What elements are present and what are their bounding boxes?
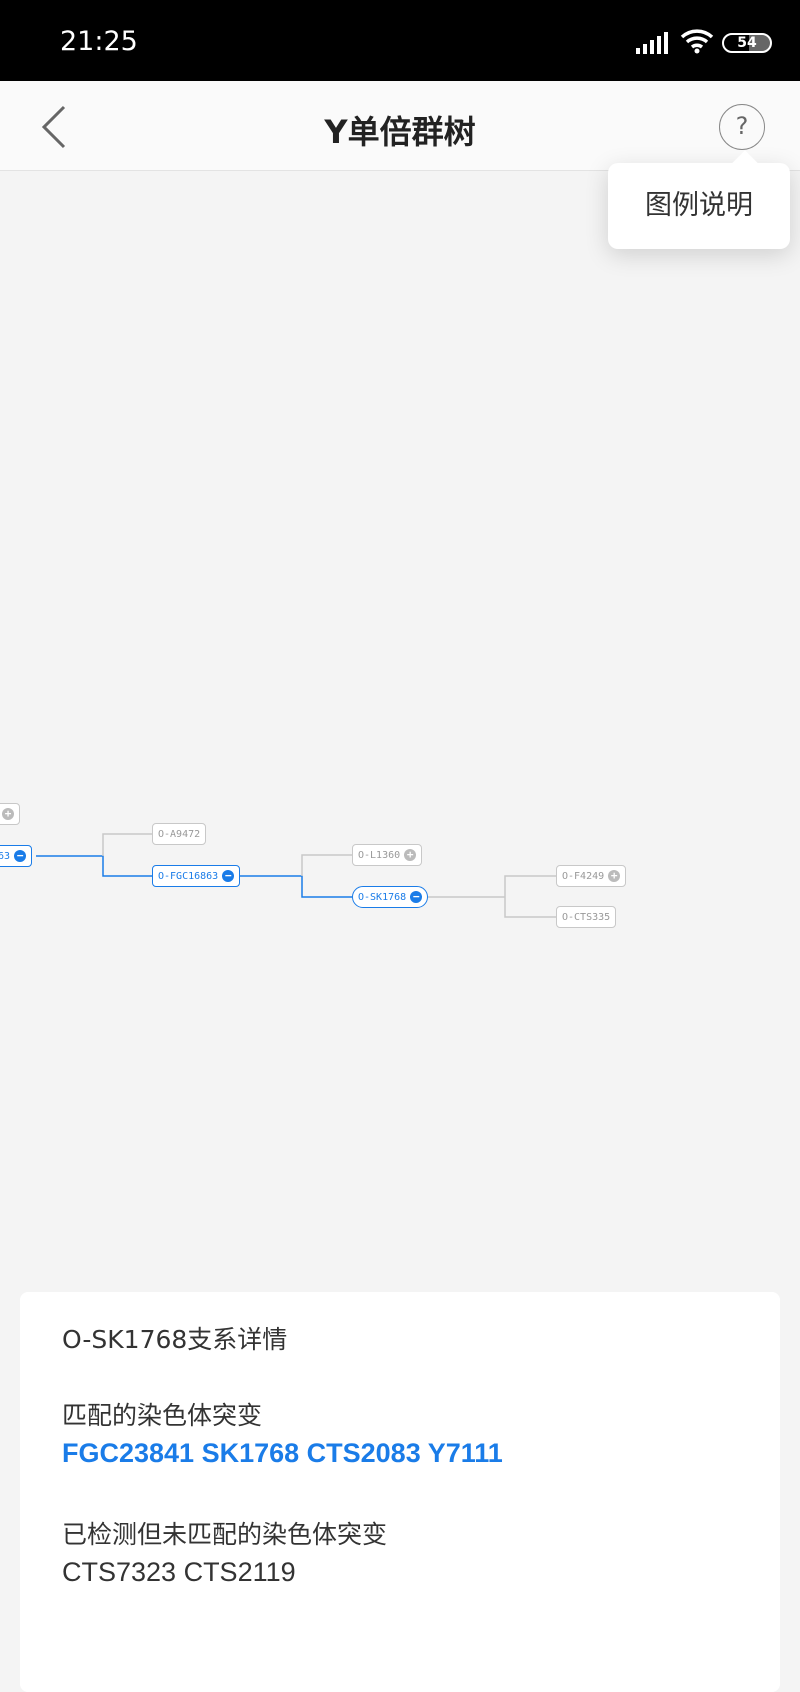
- clock: 21:25: [60, 26, 138, 57]
- node-label: O-F4249: [562, 870, 605, 882]
- unmatched-mutations: CTS7323 CTS2119: [62, 1557, 296, 1587]
- node-label: O-A9472: [158, 828, 201, 840]
- tree-node[interactable]: 763−: [0, 845, 33, 867]
- expand-plus-icon[interactable]: +: [608, 870, 621, 882]
- collapse-minus-icon[interactable]: −: [410, 891, 423, 903]
- detail-title: O-SK1768支系详情: [62, 1325, 288, 1354]
- collapse-minus-icon[interactable]: −: [14, 850, 27, 862]
- node-label: O-L1360: [358, 849, 401, 861]
- tree-node[interactable]: O-FGC16863−: [152, 865, 241, 887]
- tree-node[interactable]: O-F4249+: [556, 865, 627, 887]
- signal-icon: [636, 32, 668, 54]
- collapse-minus-icon[interactable]: −: [222, 870, 235, 882]
- tree-node[interactable]: O-L1360+: [352, 844, 423, 866]
- tree-node[interactable]: O-CTS335: [556, 906, 617, 928]
- node-label: O-SK1768: [358, 891, 407, 903]
- expand-plus-icon[interactable]: +: [404, 849, 417, 861]
- node-label: 763: [0, 850, 11, 862]
- tree-node[interactable]: 7+: [0, 803, 21, 825]
- tree-connectors: [36, 833, 556, 918]
- node-label: O-CTS335: [562, 911, 611, 923]
- help-button[interactable]: ?: [719, 104, 765, 150]
- nav-bar: Y单倍群树 ?: [0, 81, 800, 171]
- node-label: O-FGC16863: [158, 870, 219, 882]
- unmatched-label: 已检测但未匹配的染色体突变: [62, 1520, 388, 1549]
- tree-node[interactable]: O-A9472: [152, 823, 207, 845]
- expand-plus-icon[interactable]: +: [2, 808, 15, 820]
- branch-detail-card: O-SK1768支系详情 匹配的染色体突变 FGC23841 SK1768 CT…: [20, 1292, 780, 1692]
- tree-node-selected[interactable]: O-SK1768−: [352, 886, 429, 908]
- matched-label: 匹配的染色体突变: [62, 1401, 263, 1430]
- battery-icon: 54: [722, 33, 772, 53]
- back-icon[interactable]: [40, 105, 70, 149]
- status-bar: 21:25 54: [0, 0, 800, 81]
- legend-popover-item[interactable]: 图例说明: [608, 163, 790, 249]
- page-title: Y单倍群树: [324, 113, 476, 151]
- matched-mutations: FGC23841 SK1768 CTS2083 Y7111: [62, 1438, 503, 1468]
- wifi-icon: [680, 29, 714, 54]
